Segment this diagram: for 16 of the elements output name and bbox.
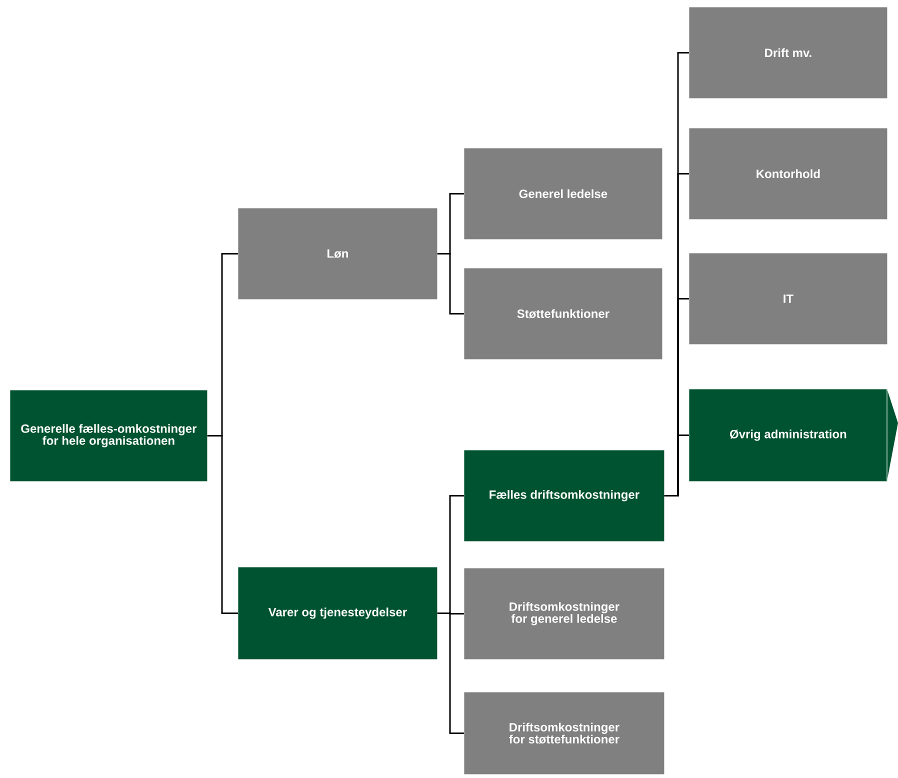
- process-box: Varer og tjenesteydelser: [238, 567, 438, 660]
- process-box: Generel ledelse: [464, 148, 662, 240]
- process-box: Drift mv.: [689, 7, 888, 98]
- connector-line: [664, 434, 689, 496]
- process-box: Driftsomkostninger for generel ledelse: [464, 568, 664, 660]
- process-box: Kontorhold: [689, 128, 888, 220]
- arrow-box: Øvrig administration: [689, 388, 898, 482]
- connector-line: [437, 612, 464, 734]
- process-box: Generelle fælles-omkostninger for hele organisationen: [10, 390, 208, 482]
- process-box: Løn: [238, 208, 438, 300]
- process-box: IT: [689, 253, 888, 344]
- connector-line: [437, 252, 464, 314]
- connector-line: [207, 434, 238, 614]
- process-box: Fælles driftsomkostninger: [464, 450, 664, 542]
- process-box: Støttefunktioner: [464, 268, 662, 360]
- process-box: Driftsomkostninger for støttefunktioner: [464, 692, 664, 774]
